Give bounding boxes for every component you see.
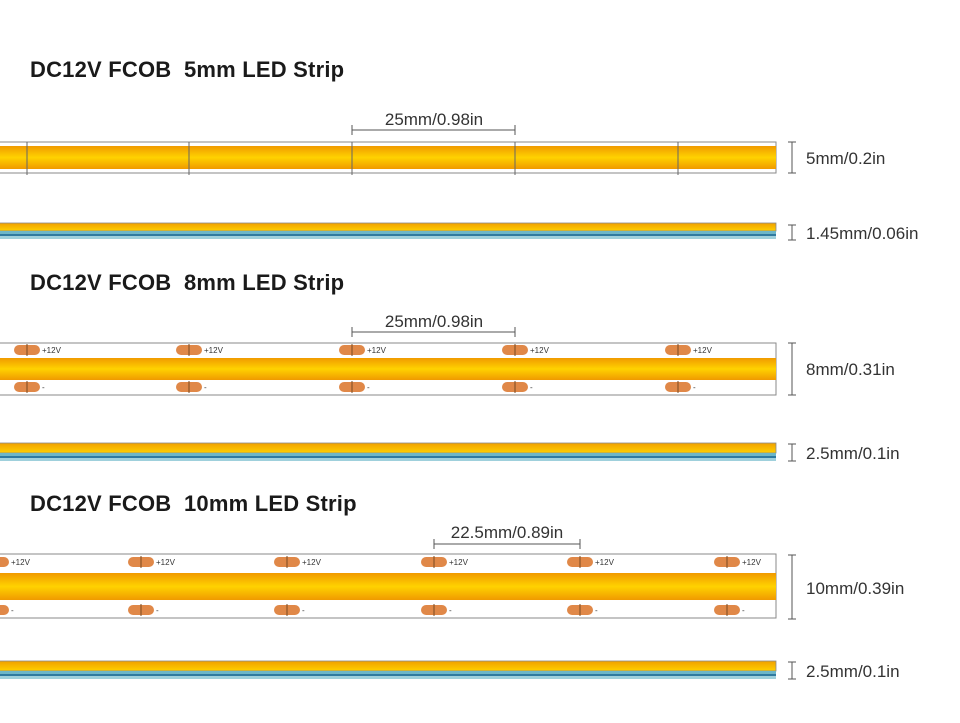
cut-length-dimension-8mm bbox=[351, 327, 516, 337]
pad-label-positive: +12V bbox=[367, 346, 387, 355]
thickness-label-5mm: 1.45mm/0.06in bbox=[806, 224, 918, 243]
pad-label-negative: - bbox=[595, 606, 598, 615]
strip-5mm-top-view bbox=[0, 141, 777, 175]
thickness-dimension-5mm bbox=[788, 224, 796, 241]
pad-label-positive: +12V bbox=[156, 558, 176, 567]
pad-label-positive: +12V bbox=[204, 346, 224, 355]
strip-5mm-side-view bbox=[0, 222, 777, 239]
pad-label-negative: - bbox=[11, 606, 14, 615]
pad-label-negative: - bbox=[42, 383, 45, 392]
width-dimension-5mm bbox=[788, 141, 796, 174]
cut-marks-5mm bbox=[26, 142, 679, 175]
section-title-5mm: DC12V FCOB 5mm LED Strip bbox=[30, 57, 345, 82]
cut-length-dimension-10mm bbox=[433, 539, 581, 549]
cut-length-label-10mm: 22.5mm/0.89in bbox=[451, 523, 563, 542]
solder-pad-negative bbox=[0, 605, 9, 615]
width-label-8mm: 8mm/0.31in bbox=[806, 360, 895, 379]
solder-pad-positive bbox=[0, 557, 9, 567]
solder-pads-10mm: +12V - +12V - +12V - +12V - +12V - +12V - bbox=[0, 556, 762, 616]
pad-label-negative: - bbox=[302, 606, 305, 615]
strip-10mm-top-view bbox=[0, 553, 777, 619]
strip-10mm-side-view bbox=[0, 660, 777, 679]
cut-length-dimension-5mm bbox=[351, 125, 516, 135]
thickness-label-8mm: 2.5mm/0.1in bbox=[806, 444, 900, 463]
pad-label-positive: +12V bbox=[449, 558, 469, 567]
strip-8mm-top-view bbox=[0, 342, 777, 396]
thickness-label-10mm: 2.5mm/0.1in bbox=[806, 662, 900, 681]
cut-length-label-8mm: 25mm/0.98in bbox=[385, 312, 483, 331]
thickness-dimension-10mm bbox=[788, 661, 796, 680]
cut-length-label-5mm: 25mm/0.98in bbox=[385, 110, 483, 129]
pad-label-negative: - bbox=[367, 383, 370, 392]
width-dimension-10mm bbox=[788, 554, 796, 620]
pad-label-negative: - bbox=[693, 383, 696, 392]
pad-label-positive: +12V bbox=[302, 558, 322, 567]
solder-pads-8mm: +12V - +12V - +12V - +12V - +12V - bbox=[14, 344, 713, 393]
section-title-10mm: DC12V FCOB 10mm LED Strip bbox=[30, 491, 357, 516]
pad-label-positive: +12V bbox=[693, 346, 713, 355]
width-dimension-8mm bbox=[788, 342, 796, 396]
pad-label-positive: +12V bbox=[530, 346, 550, 355]
pad-label-negative: - bbox=[449, 606, 452, 615]
pad-label-positive: +12V bbox=[595, 558, 615, 567]
width-label-5mm: 5mm/0.2in bbox=[806, 149, 885, 168]
width-label-10mm: 10mm/0.39in bbox=[806, 579, 904, 598]
thickness-dimension-8mm bbox=[788, 443, 796, 462]
pad-label-positive: +12V bbox=[742, 558, 762, 567]
pad-label-negative: - bbox=[204, 383, 207, 392]
pad-label-negative: - bbox=[742, 606, 745, 615]
pad-label-negative: - bbox=[530, 383, 533, 392]
pad-label-positive: +12V bbox=[42, 346, 62, 355]
pad-label-negative: - bbox=[156, 606, 159, 615]
pad-label-positive: +12V bbox=[11, 558, 31, 567]
section-title-8mm: DC12V FCOB 8mm LED Strip bbox=[30, 270, 345, 295]
strip-8mm-side-view bbox=[0, 442, 777, 461]
